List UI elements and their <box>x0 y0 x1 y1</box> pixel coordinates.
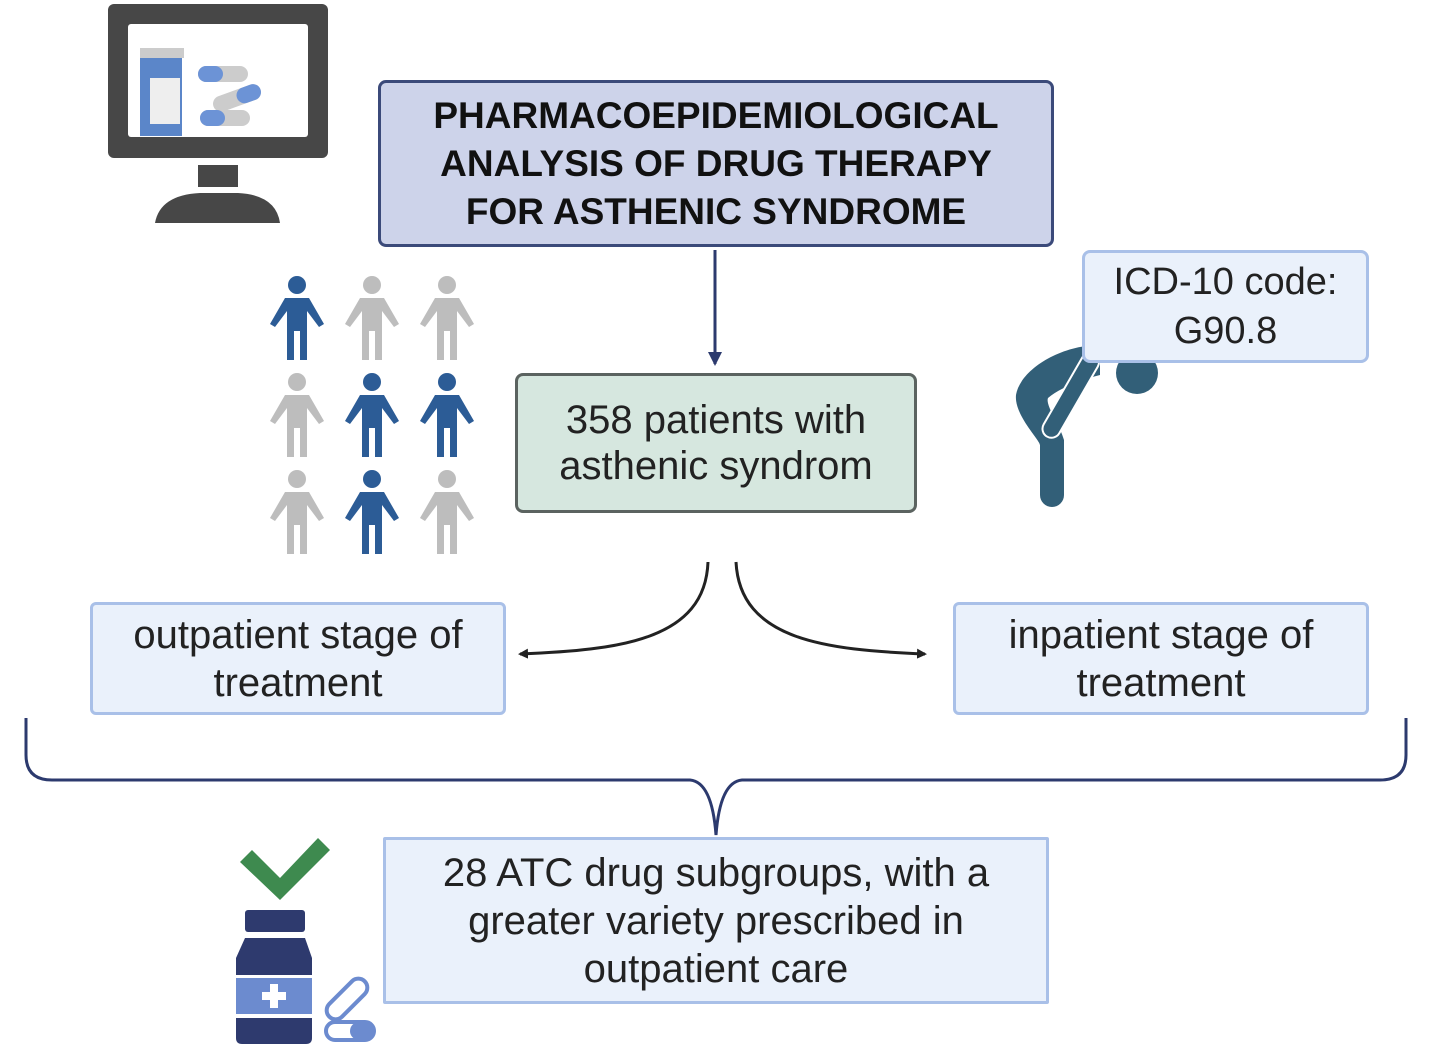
title-line: FOR ASTHENIC SYNDROME <box>465 190 967 232</box>
person-icon <box>420 276 474 360</box>
person-icon <box>270 470 324 554</box>
patients-line: asthenic syndrom <box>559 444 873 488</box>
result-line: outpatient care <box>583 946 849 991</box>
arrow-to-outpatient <box>518 561 710 659</box>
people-grid-icon <box>270 276 474 554</box>
outpatient-line: outpatient stage of <box>133 612 463 657</box>
title-box: PHARMACOEPIDEMIOLOGICAL ANALYSIS OF DRUG … <box>378 80 1054 247</box>
outpatient-line: treatment <box>213 660 383 705</box>
patients-line: 358 patients with <box>565 398 867 442</box>
inpatient-line: treatment <box>1076 660 1246 705</box>
inpatient-line: inpatient stage of <box>1008 612 1314 657</box>
brace <box>24 718 1408 836</box>
title-line: ANALYSIS OF DRUG THERAPY <box>440 142 992 184</box>
person-icon <box>270 276 324 360</box>
arrow-to-inpatient <box>734 561 927 659</box>
person-icon <box>345 470 399 554</box>
title-line: PHARMACOEPIDEMIOLOGICAL <box>433 94 999 136</box>
result-line: 28 ATC drug subgroups, with a <box>442 850 990 895</box>
icd-label: ICD-10 code: <box>1113 260 1338 303</box>
icd-code: G90.8 <box>1173 309 1278 352</box>
person-icon <box>270 373 324 457</box>
result-line: greater variety prescribed in <box>468 898 964 943</box>
fatigued-person-icon <box>1015 345 1158 507</box>
computer-pills-icon <box>108 4 328 223</box>
medicine-bottle-check-icon <box>236 838 376 1044</box>
icd-code-box: ICD-10 code: G90.8 <box>1082 250 1369 363</box>
person-icon <box>420 470 474 554</box>
person-icon <box>345 276 399 360</box>
person-icon <box>420 373 474 457</box>
person-icon <box>345 373 399 457</box>
